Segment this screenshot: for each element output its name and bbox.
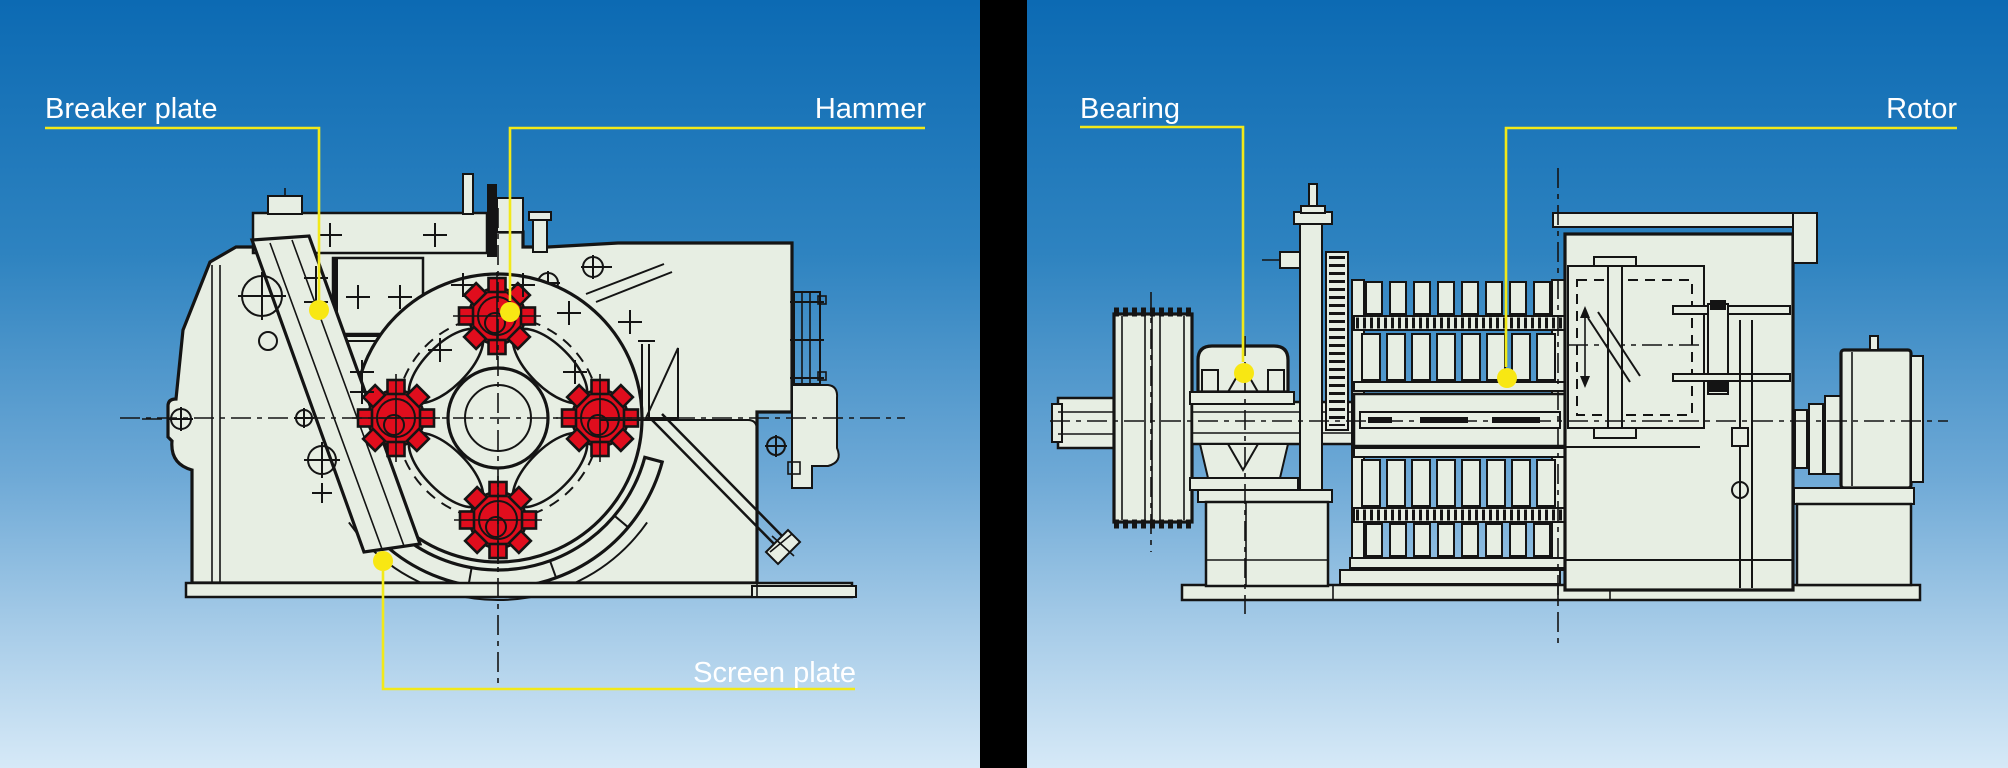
centerlines [120, 208, 905, 690]
rotor-label: Rotor [1886, 93, 1957, 125]
rotor-assembly [1339, 279, 1568, 585]
cross-section-panel [0, 0, 980, 768]
motor-and-coupling [1793, 335, 1924, 587]
housing-front-wall [1262, 183, 1349, 491]
breaker-plate-leader [45, 126, 329, 320]
breaker-plate-marker-dot [309, 300, 329, 320]
machine-base [184, 581, 857, 599]
bearing-leader [1080, 125, 1254, 383]
cross-section-drawing [45, 126, 925, 691]
side-view-drawing [1050, 125, 1957, 648]
screen-plate-leader [373, 551, 855, 691]
hammer-marker-dot [500, 302, 520, 322]
bearing-marker-dot [1234, 363, 1254, 383]
screen-plate-marker-dot [373, 551, 393, 571]
hammer-leader [500, 126, 925, 322]
hammer-tips-bottom [1365, 523, 1551, 557]
hammer-row-lower [1361, 459, 1556, 507]
hammer-tips-top [1365, 281, 1551, 315]
hammer-row-upper [1361, 333, 1556, 381]
breaker-plate-label: Breaker plate [45, 93, 218, 125]
screen-plate-label: Screen plate [693, 657, 856, 689]
rotor-leader [1497, 126, 1957, 388]
panel-separator [980, 0, 1027, 768]
side-view-panel [1027, 0, 2008, 768]
breaker-plate-shape [238, 234, 423, 554]
discharge-side-details [600, 291, 840, 566]
bearing-label: Bearing [1080, 93, 1180, 125]
drive-pulley [1051, 292, 1194, 552]
centerlines [1050, 168, 1948, 648]
crusher-housing-box [1552, 212, 1818, 592]
hammer-label: Hammer [814, 93, 926, 125]
rotor-marker-dot [1497, 368, 1517, 388]
